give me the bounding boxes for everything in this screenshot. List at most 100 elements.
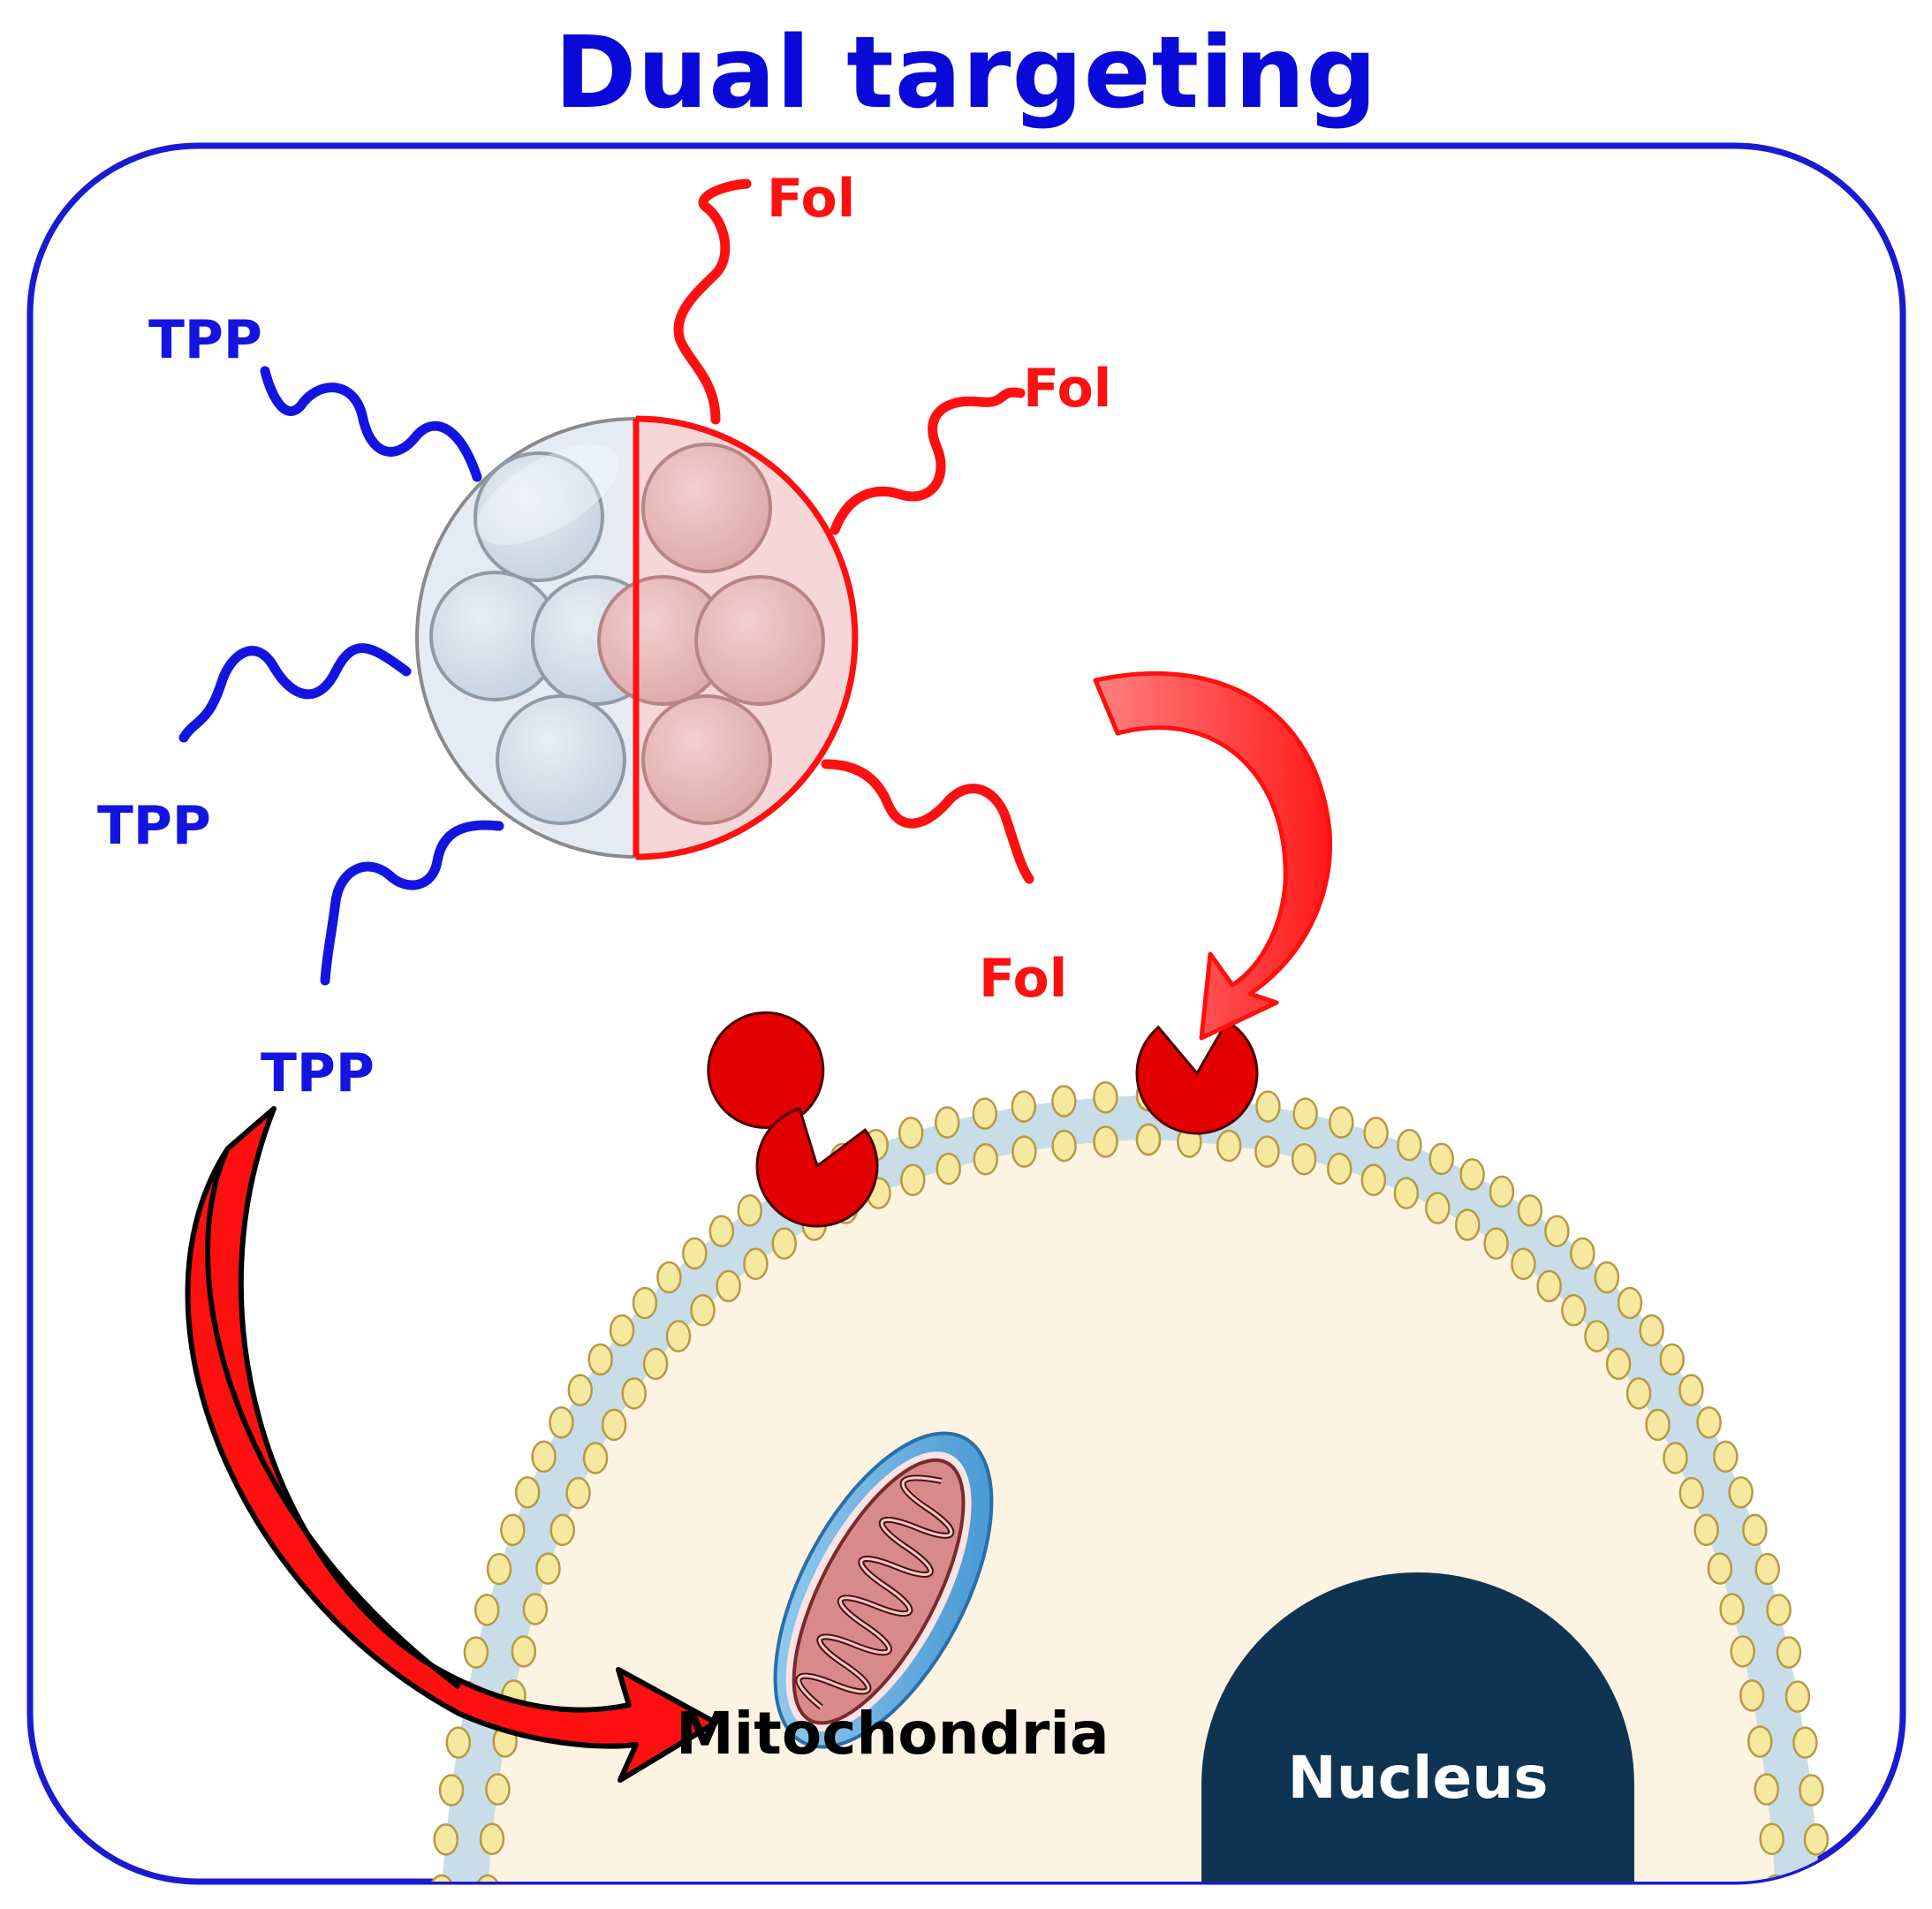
phospholipid-head <box>1011 1135 1037 1168</box>
phospholipid-head <box>1536 1269 1562 1303</box>
phospholipid-head <box>1428 1142 1454 1176</box>
phospholipid-head <box>1693 1513 1719 1547</box>
mitochondria-label: Mitochondria <box>676 1700 1110 1768</box>
phospholipid-head <box>1329 1106 1354 1139</box>
phospholipid-head <box>1678 1476 1705 1510</box>
phospholipid-head <box>531 1440 557 1473</box>
phospholipid-head <box>1799 1774 1824 1807</box>
membrane-inner-heads <box>474 1123 1789 1882</box>
phospholipid-head <box>656 1261 682 1294</box>
phospholipid-head <box>1747 1725 1773 1758</box>
folate-receptor-arrow <box>1093 671 1333 1041</box>
phospholipid-head <box>1254 1135 1280 1168</box>
phospholipid-head <box>485 1773 511 1806</box>
fol-label: Fol <box>1023 358 1111 420</box>
phospholipid-head <box>479 1822 505 1855</box>
phospholipid-head <box>1051 1085 1077 1117</box>
phospholipid-head <box>743 1247 769 1280</box>
nanoparticle-bead <box>474 451 604 582</box>
phospholipid-head <box>1625 1377 1652 1410</box>
phospholipid-head <box>1011 1090 1037 1123</box>
tpp-label: TPP <box>97 795 211 857</box>
phospholipid-head <box>1645 1408 1671 1442</box>
fol-chain <box>830 387 1026 535</box>
phospholipid-head <box>1776 1636 1802 1669</box>
phospholipid-head <box>1719 1593 1745 1625</box>
phospholipid-head <box>474 1594 500 1626</box>
phospholipid-head <box>511 1635 537 1668</box>
nucleus-label: Nucleus <box>1287 1744 1548 1812</box>
phospholipid-head <box>609 1314 635 1347</box>
phospholipid-head <box>535 1552 561 1585</box>
phospholipid-head <box>1292 1097 1318 1130</box>
phospholipid-head <box>1784 1680 1811 1713</box>
phospholipid-head <box>1483 1227 1509 1260</box>
phospholipid-head <box>1255 1090 1281 1123</box>
fol-chain <box>821 759 1034 884</box>
phospholipid-head <box>1696 1406 1722 1439</box>
fol-label: Fol <box>979 948 1067 1010</box>
mitochondria-targeting-arrow <box>185 1106 718 1783</box>
phospholipid-head <box>433 1823 459 1856</box>
folate-receptor <box>755 1107 879 1228</box>
phospholipid-head <box>463 1636 489 1669</box>
phospholipid-head <box>898 1117 924 1149</box>
phospholipid-head <box>1397 1128 1422 1162</box>
phospholipid-head <box>771 1227 798 1260</box>
phospholipid-head <box>1713 1440 1739 1473</box>
phospholipid-head <box>522 1593 549 1625</box>
phospholipid-head <box>1678 1374 1704 1406</box>
fol-chain <box>673 178 752 425</box>
phospholipid-head <box>1459 1158 1485 1191</box>
phospholipid-head <box>1617 1286 1643 1320</box>
phospholipid-head <box>567 1374 594 1406</box>
phospholipid-head <box>1728 1476 1754 1509</box>
phospholipid-head <box>582 1442 609 1474</box>
phospholipid-head <box>486 1552 512 1586</box>
nanoparticle-bead <box>496 694 626 825</box>
phospholipid-head <box>1216 1129 1242 1163</box>
phospholipid-head <box>682 1237 708 1270</box>
phospholipid-head <box>1584 1320 1610 1352</box>
phospholipid-head <box>1766 1594 1792 1626</box>
phospholipid-head <box>1093 1125 1118 1158</box>
phospholipid-head <box>601 1408 627 1442</box>
mitochondrion <box>773 1431 994 1749</box>
phospholipid-head <box>900 1163 926 1197</box>
phospholipid-head <box>549 1513 575 1547</box>
tpp-label: TPP <box>148 309 262 371</box>
phospholipid-head <box>565 1476 591 1510</box>
phospholipid-head <box>1511 1247 1536 1280</box>
phospholipid-head <box>632 1286 658 1320</box>
phospholipid-head <box>1707 1552 1733 1585</box>
phospholipid-head <box>621 1377 648 1410</box>
phospholipid-head <box>1739 1679 1765 1712</box>
nanoparticle-bead <box>694 575 825 706</box>
phospholipid-head <box>1792 1726 1818 1759</box>
phospholipid-head <box>1754 1773 1779 1806</box>
phospholipid-head <box>1393 1177 1420 1209</box>
tpp-chain <box>320 820 504 986</box>
phospholipid-head <box>973 1142 999 1176</box>
phospholipid-head <box>1639 1314 1664 1347</box>
phospholipid-head <box>936 1152 961 1186</box>
phospholipid-head <box>716 1269 741 1303</box>
phospholipid-head <box>1363 1117 1389 1149</box>
tpp-chain <box>178 643 412 743</box>
phospholipid-head <box>1807 1874 1833 1882</box>
phospholipid-head <box>445 1726 472 1759</box>
phospholipid-head <box>642 1347 669 1381</box>
phospholipid-head <box>690 1293 716 1327</box>
phospholipid-head <box>934 1106 960 1139</box>
folate-receptor <box>707 1011 825 1129</box>
phospholipid-head <box>1594 1261 1620 1294</box>
phospholipid-head <box>428 1874 455 1882</box>
phospholipid-head <box>1663 1442 1688 1474</box>
phospholipid-head <box>708 1215 735 1247</box>
phospholipid-head <box>1360 1163 1387 1197</box>
fol-label: Fol <box>767 168 855 230</box>
phospholipid-head <box>1093 1081 1118 1114</box>
phospholipid-head <box>1759 1822 1784 1855</box>
phospholipid-head <box>514 1476 541 1509</box>
